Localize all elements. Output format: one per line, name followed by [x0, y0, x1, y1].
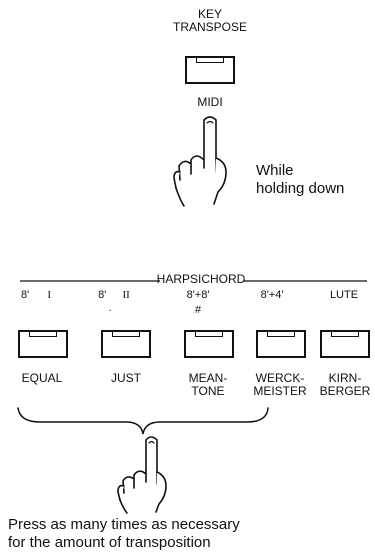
kirnberger-label-line1: KIRN-	[328, 371, 362, 385]
press-instruction-line1: Press as many times as necessary	[8, 516, 240, 533]
werckmeister-button[interactable]	[256, 330, 306, 358]
marking-3-sharp: #	[194, 304, 202, 316]
key-transpose-line1: KEY	[197, 7, 223, 21]
mean-tone-label: MEAN- TONE	[188, 371, 228, 399]
marking-2-left: 8'	[98, 289, 107, 301]
marking-4: 8'+4'	[260, 289, 284, 301]
marking-5: LUTE	[329, 289, 359, 301]
just-label-line1: JUST	[111, 371, 141, 385]
marking-2-dot: .	[108, 302, 112, 314]
key-transpose-button[interactable]	[185, 56, 235, 84]
mean-tone-label-line1: MEAN-	[188, 371, 228, 385]
kirnberger-label: KIRN- BERGER	[319, 371, 371, 399]
pointing-finger-icon	[117, 436, 167, 514]
marking-2: 8' II	[98, 289, 130, 301]
harpsichord-label: HARPSICHORD	[154, 272, 248, 287]
mean-tone-label-line2: TONE	[191, 384, 225, 399]
press-instruction: Press as many times as necessary for the…	[8, 516, 240, 552]
kirnberger-label-line2: BERGER	[319, 384, 371, 399]
equal-label-line1: EQUAL	[21, 371, 63, 385]
marking-1: 8' I	[21, 289, 51, 301]
marking-1-right: I	[47, 289, 52, 301]
mean-tone-button[interactable]	[184, 330, 234, 358]
marking-1-left: 8'	[20, 289, 30, 301]
werckmeister-label-line2: MEISTER	[253, 384, 307, 399]
just-button[interactable]	[101, 330, 151, 358]
press-instruction-line2: for the amount of transposition	[8, 534, 211, 551]
key-transpose-label: KEY TRANSPOSE	[172, 7, 248, 35]
marking-3: 8'+8'	[186, 289, 210, 301]
werckmeister-label-line1: WERCK-	[255, 371, 305, 385]
pointing-finger-icon	[173, 116, 227, 207]
werckmeister-label: WERCK- MEISTER	[253, 371, 307, 399]
kirnberger-button[interactable]	[320, 330, 370, 358]
holding-instruction-line1: While	[256, 162, 294, 179]
curly-brace-icon	[17, 407, 269, 435]
holding-instruction: While holding down	[256, 162, 344, 198]
marking-2-right: II	[122, 289, 130, 301]
equal-button[interactable]	[18, 330, 68, 358]
midi-label: MIDI	[197, 95, 223, 109]
holding-instruction-line2: holding down	[256, 180, 345, 197]
just-label: JUST	[111, 371, 141, 385]
equal-label: EQUAL	[21, 371, 63, 385]
key-transpose-line2: TRANSPOSE	[172, 20, 248, 35]
